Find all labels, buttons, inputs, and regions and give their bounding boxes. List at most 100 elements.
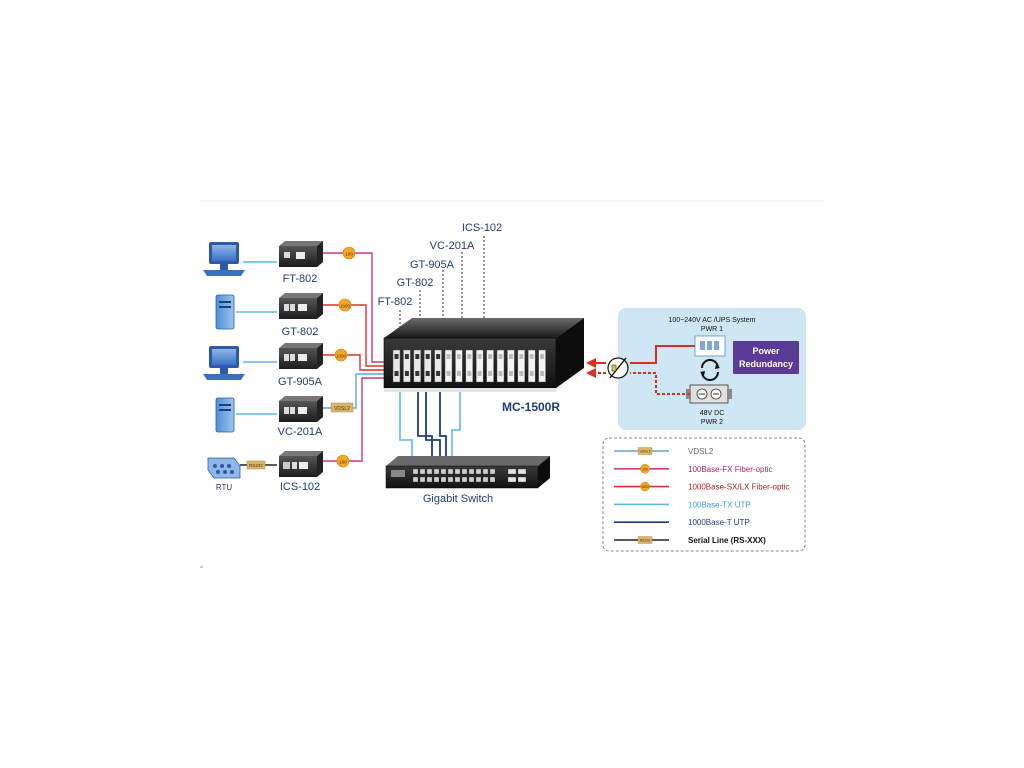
- switch-port: [412, 476, 419, 483]
- legend-label: 1000Base-SX/LX Fiber-optic: [688, 483, 789, 492]
- switch-port: [426, 476, 433, 483]
- svg-text:100: 100: [339, 460, 347, 465]
- power-panel: [618, 308, 806, 430]
- legend-label: Serial Line (RS-XXX): [688, 536, 766, 545]
- device-label-gt905a: GT-905A: [278, 376, 323, 388]
- switch-port: [440, 476, 447, 483]
- legend-item: 1000Base-T UTP: [614, 518, 750, 527]
- switch-port: [447, 476, 454, 483]
- server-tower-icon: [215, 397, 235, 433]
- switch-port: [419, 476, 426, 483]
- switch-port: [468, 476, 475, 483]
- chassis-slot: [486, 349, 494, 383]
- switch-ports: [391, 468, 527, 483]
- pwr2-source-label: 48V DC: [700, 410, 725, 417]
- legend-tag: [640, 481, 650, 492]
- chassis-slots: [392, 349, 546, 383]
- rtu-label: RTU: [216, 483, 233, 492]
- switch-port: [433, 468, 440, 475]
- switch-port: [475, 468, 482, 475]
- ac-power-socket-icon: [694, 335, 726, 357]
- legend-item: RS232 Serial Line (RS-XXX): [614, 536, 766, 545]
- media-converter-ft802: [279, 241, 323, 267]
- media-converter-gt905a: [279, 343, 323, 369]
- legend-tag-text: 1000: [641, 485, 649, 489]
- svg-text:1000: 1000: [340, 304, 351, 309]
- device-label-vc201a: VC-201A: [278, 426, 323, 438]
- legend-item: 1000 1000Base-SX/LX Fiber-optic: [614, 481, 789, 492]
- switch-port: [489, 468, 496, 475]
- legend-label: 100Base-FX Fiber-optic: [688, 465, 772, 474]
- serial-tag-rs232: RS232: [246, 460, 266, 470]
- switch-port: [454, 468, 461, 475]
- switch-port: [461, 476, 468, 483]
- switch-port: [426, 468, 433, 475]
- gigabit-switch: [385, 456, 550, 489]
- chassis-slot: [403, 349, 411, 383]
- media-converter-vc201a: [279, 396, 323, 422]
- device-label-ics102: ICS-102: [280, 481, 320, 493]
- link-tag-vc201a: VDSL2: [330, 402, 354, 413]
- pwr2-label: PWR 2: [701, 419, 723, 426]
- legend-label: 1000Base-T UTP: [688, 518, 750, 527]
- device-label-ft802: FT-802: [283, 273, 318, 285]
- redundancy-cycle-icon: [700, 359, 720, 381]
- legend-tag-text: VDSL2: [639, 450, 650, 454]
- desktop-pc-icon: [203, 242, 245, 276]
- pwr1-label: PWR 1: [701, 326, 723, 333]
- media-converter-gt802: [279, 293, 323, 319]
- chassis-slot: [423, 349, 432, 383]
- link-tags: 100 1000 1000 VDSL2 100 RS232: [246, 246, 356, 470]
- switch-port: [447, 468, 454, 475]
- chassis-slot: [507, 349, 515, 383]
- chassis-label: MC-1500R: [502, 400, 560, 414]
- legend-label: 100Base-TX UTP: [688, 500, 751, 509]
- switch-port: [475, 476, 482, 483]
- ac-power-line: [630, 345, 695, 364]
- desktop-pc-icon: [203, 346, 245, 380]
- device-label-gt802: GT-802: [282, 326, 319, 338]
- switch-label: Gigabit Switch: [423, 493, 493, 505]
- chassis-slot: [496, 349, 505, 383]
- switch-port: [419, 468, 426, 475]
- chassis-slot: [444, 349, 453, 383]
- chassis-slot: [434, 349, 442, 383]
- legend-tag-text: RS232: [640, 539, 651, 543]
- svg-text:Power: Power: [752, 346, 780, 356]
- legend-tag: [637, 447, 653, 455]
- callout-label-gt802: GT-802: [397, 277, 434, 289]
- chassis-slot: [455, 349, 463, 383]
- svg-text:VDSL2: VDSL2: [334, 406, 350, 412]
- switch-port: [461, 468, 468, 475]
- link-tag-ft802: 100: [342, 246, 356, 260]
- switch-sfp-port: [517, 468, 527, 475]
- legend-label: VDSL2: [688, 447, 714, 456]
- callout-label-ft802: FT-802: [378, 296, 413, 308]
- legend-tag: [640, 464, 650, 474]
- media-converter-ics102: [279, 451, 323, 477]
- svg-text:100: 100: [345, 252, 353, 257]
- switch-logo-plate: [391, 470, 405, 477]
- link-tag-gt802: 1000: [338, 298, 352, 312]
- callout-label-ics102: ICS-102: [462, 222, 502, 234]
- svg-text:RS232: RS232: [249, 463, 263, 468]
- callout-label-gt905a: GT-905A: [410, 259, 455, 271]
- chassis-slot: [475, 349, 484, 383]
- switch-port: [482, 476, 489, 483]
- power-plug-icon: [607, 357, 629, 379]
- link-tag-gt905a: 1000: [334, 348, 348, 362]
- server-tower-icon: [215, 294, 235, 330]
- legend-item: 100Base-TX UTP: [614, 500, 751, 509]
- legend-tag: [637, 536, 653, 544]
- dc-terminal-icon: [686, 384, 732, 404]
- chassis-slot: [413, 349, 422, 383]
- switch-sfp-port: [517, 476, 527, 483]
- chassis-slot: [517, 349, 526, 383]
- svg-text:1000: 1000: [336, 354, 347, 359]
- switch-port: [412, 468, 419, 475]
- chassis-mc1500r: [383, 318, 584, 392]
- switch-port: [489, 476, 496, 483]
- link-tag-ics102: 100: [336, 454, 350, 468]
- svg-text:Redundancy: Redundancy: [739, 359, 793, 369]
